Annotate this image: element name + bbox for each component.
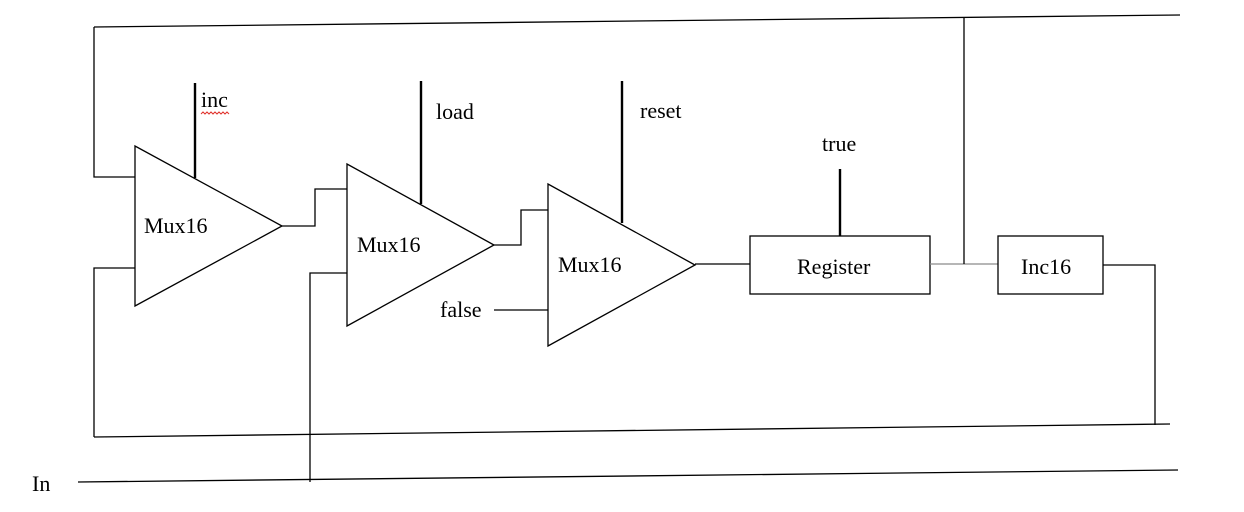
mux2-to-mux3-wire [494, 209, 548, 246]
bottom-bus-to-mux1-wire [93, 267, 135, 437]
false-signal-label: false [440, 297, 482, 322]
in-bus-label: In [32, 471, 50, 496]
true-signal-label: true [822, 131, 856, 156]
in-bus-to-mux2-wire [309, 272, 347, 482]
mux16-block-2 [346, 162, 496, 328]
mux16-block-3 [547, 182, 697, 348]
top-bus-line [93, 14, 1181, 28]
inc16-label: Inc16 [1021, 254, 1071, 279]
register-block [749, 235, 931, 295]
mux1-to-mux2-wire [282, 188, 347, 227]
inc16-to-bottom-bus-wire [1103, 264, 1156, 425]
reset-signal-label: reset [640, 98, 682, 123]
bottom-bus-line [93, 423, 1171, 438]
load-signal-label: load [436, 99, 474, 124]
register-label: Register [797, 254, 871, 279]
mux16-label-3: Mux16 [558, 252, 622, 277]
in-bus-line [77, 469, 1179, 483]
top-bus-to-mux1-wire [93, 27, 135, 178]
inc-signal-label: inc [201, 87, 228, 112]
mux16-label-1: Mux16 [144, 213, 208, 238]
mux16-label-2: Mux16 [357, 232, 421, 257]
mux16-block-1 [134, 144, 284, 308]
spellcheck-underline [200, 111, 230, 115]
